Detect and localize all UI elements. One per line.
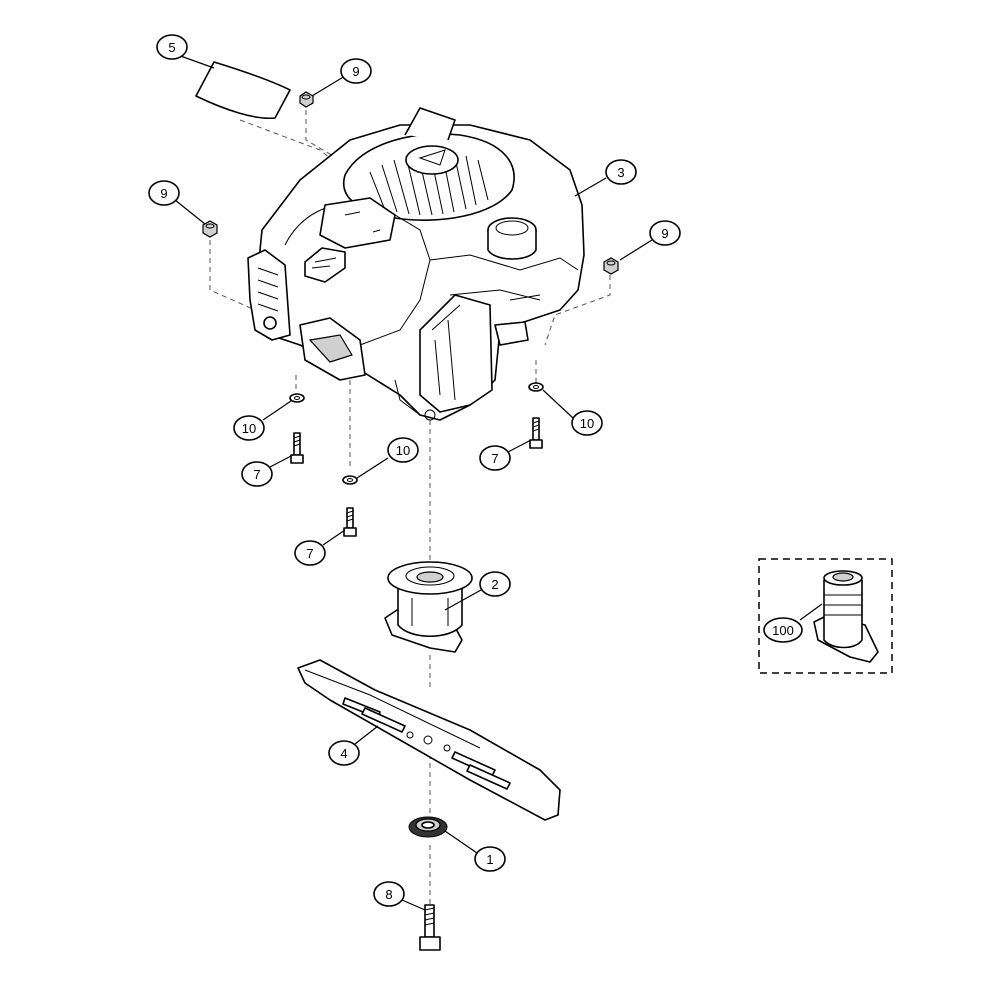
callout-4-label: 4 (340, 746, 347, 761)
air-filter-pad (195, 61, 291, 120)
blade-washer (408, 816, 448, 838)
callout-5-label: 5 (168, 40, 175, 55)
callout-7-mid: 7 (294, 540, 326, 566)
callout-10-right: 10 (571, 410, 603, 436)
callout-7-left: 7 (241, 461, 273, 487)
bolt-left (290, 432, 304, 464)
blade-adapter (384, 561, 473, 653)
callout-9-right: 9 (649, 220, 681, 246)
callout-7-right-label: 7 (491, 451, 498, 466)
nut-top (299, 91, 314, 108)
nut-right (603, 257, 619, 275)
washer-left (289, 393, 305, 403)
callout-leaders (174, 53, 823, 911)
callout-100-label: 100 (772, 623, 794, 638)
callout-9-right-label: 9 (661, 226, 668, 241)
callout-5: 5 (156, 34, 188, 60)
callout-9-top-label: 9 (352, 64, 359, 79)
callout-3-label: 3 (617, 165, 624, 180)
alternative-part-box (758, 558, 893, 674)
callout-4: 4 (328, 740, 360, 766)
callout-8-label: 8 (385, 887, 392, 902)
washer-mid (342, 475, 358, 485)
callout-10-left-label: 10 (242, 421, 256, 436)
callout-3: 3 (605, 159, 637, 185)
callout-10-right-label: 10 (580, 416, 594, 431)
washer-right (528, 382, 544, 392)
engine (247, 107, 585, 421)
bolt-mid (343, 507, 357, 537)
callout-7-left-label: 7 (253, 467, 260, 482)
callout-9-left: 9 (148, 180, 180, 206)
callout-1-label: 1 (486, 852, 493, 867)
blade (297, 659, 561, 821)
callout-10-left: 10 (233, 415, 265, 441)
callout-10-mid: 10 (387, 437, 419, 463)
callout-1: 1 (474, 846, 506, 872)
callout-2-label: 2 (491, 577, 498, 592)
callout-7-right: 7 (479, 445, 511, 471)
blade-bolt (419, 904, 441, 951)
callout-10-mid-label: 10 (396, 443, 410, 458)
callout-8: 8 (373, 881, 405, 907)
nut-left (202, 220, 218, 238)
callout-9-left-label: 9 (160, 186, 167, 201)
callout-2: 2 (479, 571, 511, 597)
callout-100: 100 (763, 617, 803, 643)
callout-9-top: 9 (340, 58, 372, 84)
bolt-right (529, 417, 543, 449)
callout-7-mid-label: 7 (306, 546, 313, 561)
